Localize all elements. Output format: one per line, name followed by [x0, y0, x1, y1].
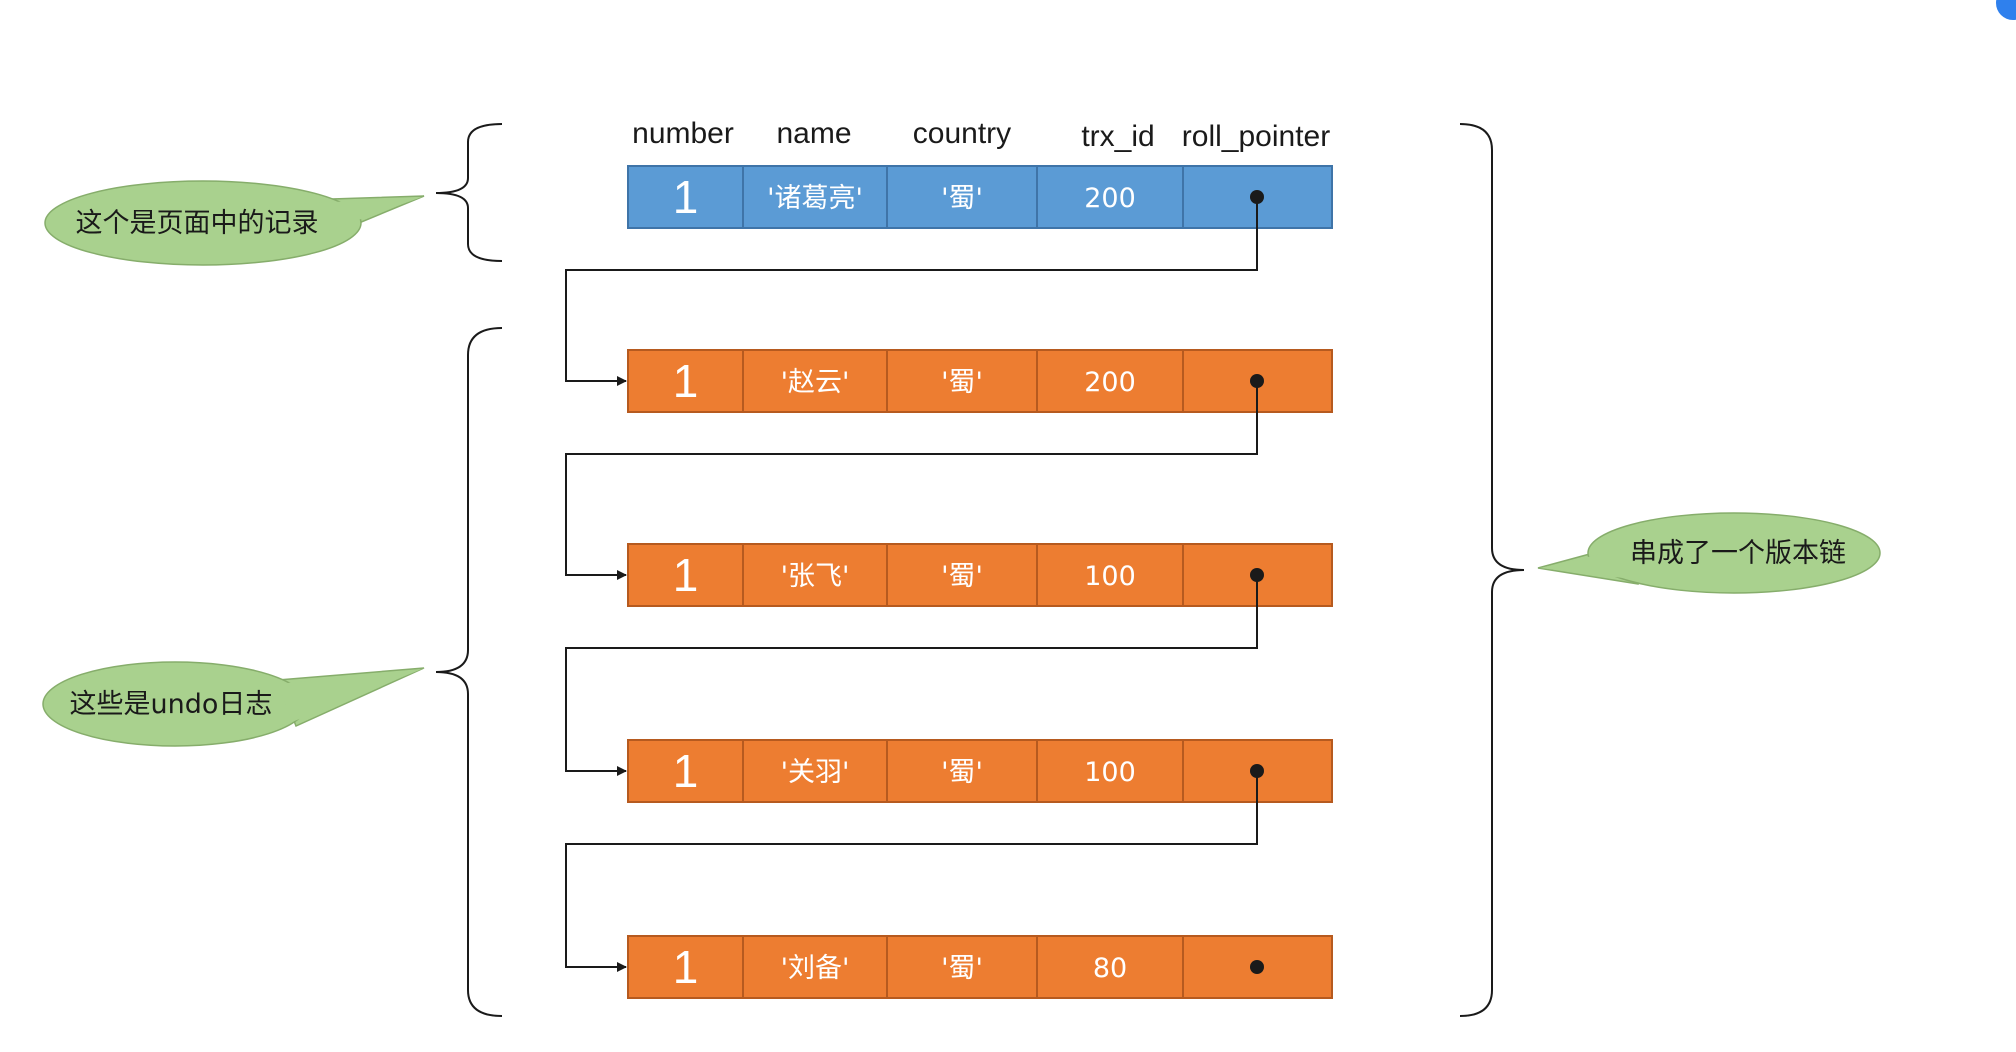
version-chain-brace [1459, 123, 1525, 1017]
page-record-brace [435, 123, 503, 262]
undo-log-4-dividers [742, 936, 1184, 998]
page-record-name: '诸葛亮' [767, 183, 863, 214]
undo-log-2-trx-id: 100 [1084, 561, 1136, 592]
page-record-dividers [742, 166, 1184, 228]
version-chain-callout: 串成了一个版本链 [1537, 512, 1881, 594]
roll-pointer-arrow [565, 381, 1258, 580]
page-record-trx-id: 200 [1084, 183, 1136, 214]
roll-pointer-connectors [565, 197, 1258, 972]
page-record-callout-text: 这个是页面中的记录 [76, 208, 319, 239]
undo-log-row: 1 '刘备' '蜀' 80 [627, 935, 1333, 999]
undo-log-2-name: '张飞' [781, 561, 850, 592]
column-headers: number name country trx_id roll_pointer [632, 117, 1330, 153]
undo-log-1-country: '蜀' [941, 367, 983, 398]
undo-log-row: 1 '赵云' '蜀' 200 [627, 349, 1333, 413]
header-name: name [776, 117, 851, 150]
version-chain-callout-text: 串成了一个版本链 [1630, 538, 1846, 569]
undo-log-3-trx-id: 100 [1084, 757, 1136, 788]
undo-log-3-country: '蜀' [941, 757, 983, 788]
undo-log-1-number: 1 [673, 355, 699, 407]
header-trx-id: trx_id [1081, 120, 1154, 153]
page-record-country: '蜀' [941, 183, 983, 214]
undo-log-1-bg [627, 349, 1333, 413]
header-number: number [632, 117, 734, 150]
undo-log-2-bg [627, 543, 1333, 607]
undo-log-4-roll-pointer-dot [1250, 960, 1264, 974]
undo-log-3-name: '关羽' [781, 757, 850, 788]
corner-badge [1996, 0, 2016, 20]
undo-log-2-dividers [742, 544, 1184, 606]
undo-log-2-country: '蜀' [941, 561, 983, 592]
version-chain-callout-bubble [1587, 512, 1881, 594]
undo-log-4-number: 1 [673, 941, 699, 993]
page-record-callout: 这个是页面中的记录 [44, 180, 425, 266]
undo-log-row: 1 '关羽' '蜀' 100 [627, 739, 1333, 803]
undo-logs-callout: 这些是undo日志 [42, 661, 425, 747]
undo-logs-callout-text: 这些是undo日志 [70, 689, 273, 720]
header-country: country [913, 117, 1011, 150]
undo-log-4-country: '蜀' [941, 953, 983, 984]
undo-log-3-dividers [742, 740, 1184, 802]
roll-pointer-arrow [565, 197, 1258, 386]
undo-log-4-name: '刘备' [781, 953, 850, 984]
record-rows: 1 '诸葛亮' '蜀' 200 1 '赵云' '蜀' 200 1 '张飞' [627, 165, 1333, 999]
undo-log-2-number: 1 [673, 549, 699, 601]
roll-pointer-arrow [565, 575, 1258, 776]
roll-pointer-arrow [565, 771, 1258, 972]
header-roll-pointer: roll_pointer [1182, 120, 1330, 153]
undo-log-4-trx-id: 80 [1093, 953, 1127, 984]
page-record-callout-bubble [44, 180, 362, 266]
undo-log-1-name: '赵云' [781, 367, 850, 398]
undo-log-3-number: 1 [673, 745, 699, 797]
page-record-bg [627, 165, 1333, 229]
undo-log-1-dividers [742, 350, 1184, 412]
undo-log-4-bg [627, 935, 1333, 999]
undo-log-row: 1 '张飞' '蜀' 100 [627, 543, 1333, 607]
undo-log-1-trx-id: 200 [1084, 367, 1136, 398]
undo-logs-brace [435, 327, 503, 1017]
page-record-number: 1 [673, 171, 699, 223]
page-record-row: 1 '诸葛亮' '蜀' 200 [627, 165, 1333, 229]
undo-log-3-bg [627, 739, 1333, 803]
